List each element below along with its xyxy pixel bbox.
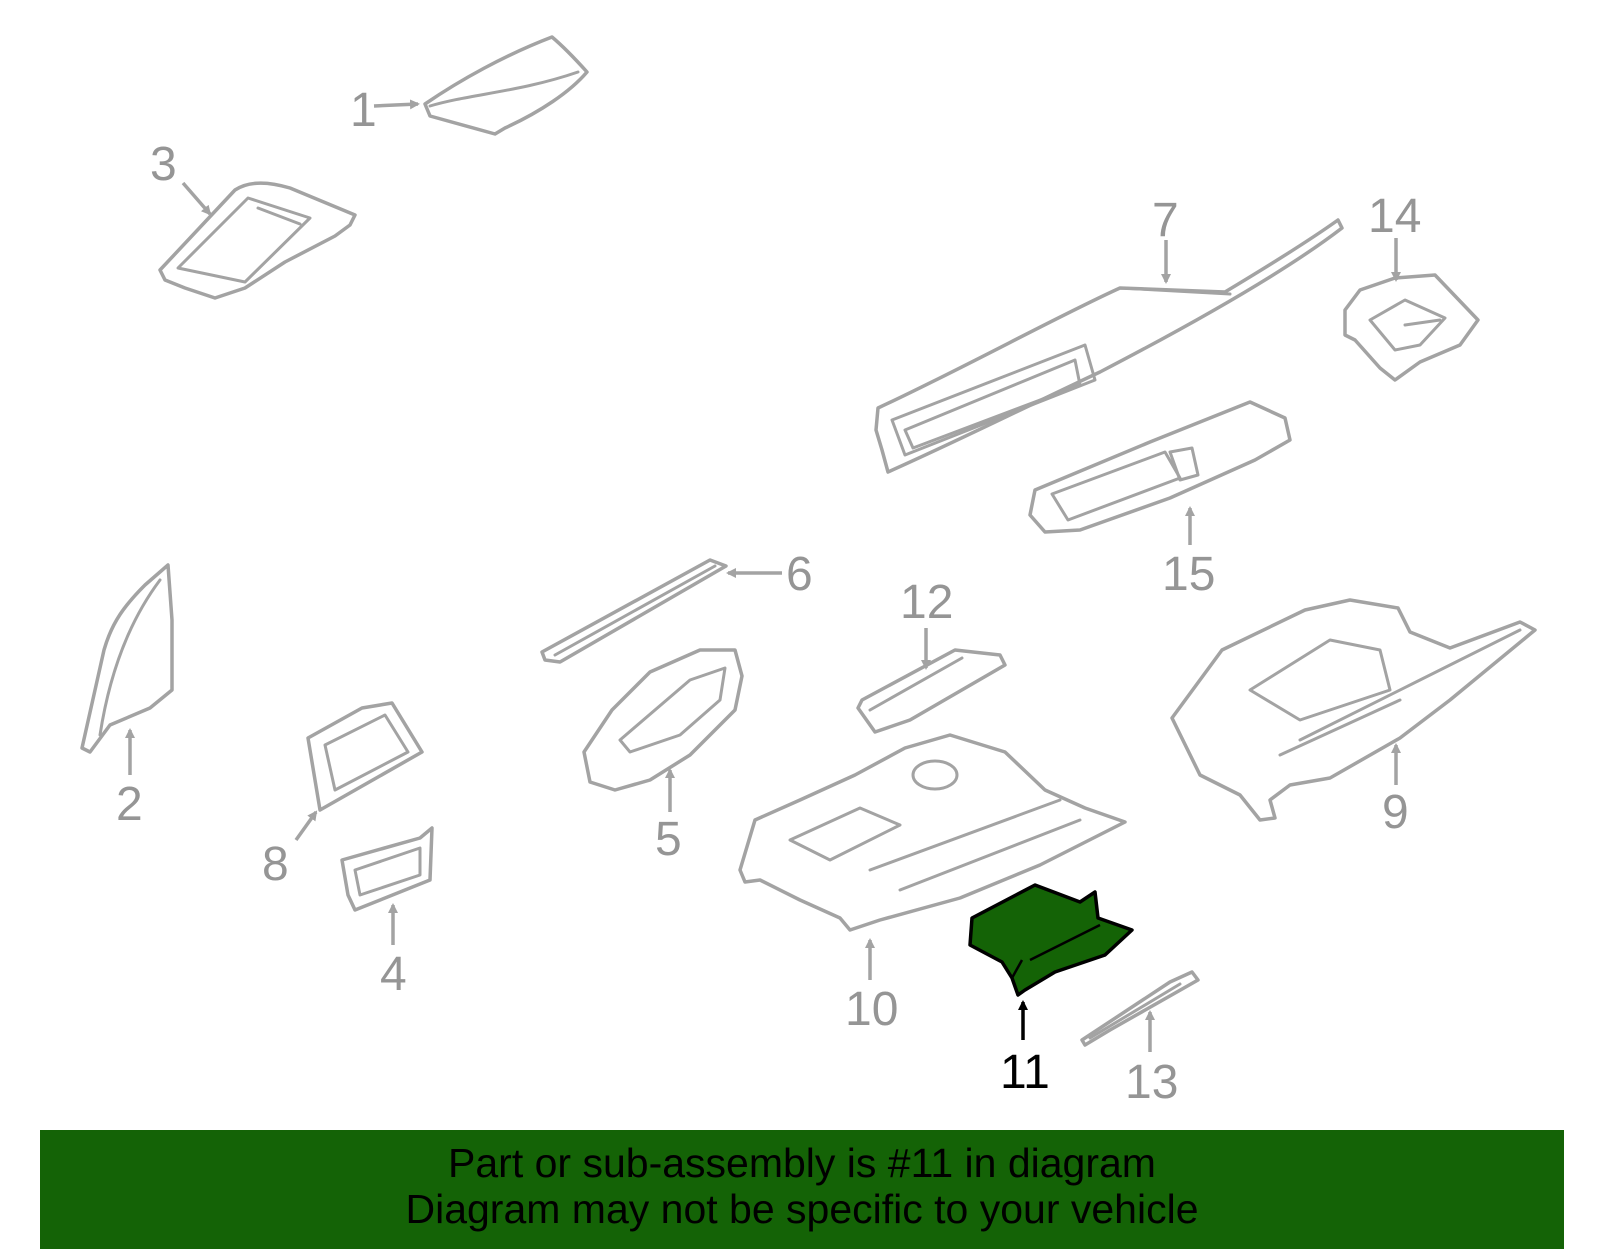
callout-9[interactable]: 9 [1382, 786, 1409, 839]
callout-6[interactable]: 6 [786, 548, 813, 601]
part-11[interactable] [968, 883, 1134, 997]
part-8[interactable] [306, 701, 424, 812]
callout-3[interactable]: 3 [150, 138, 177, 191]
part-1[interactable] [423, 35, 589, 136]
callout-12[interactable]: 12 [900, 576, 953, 629]
part-10[interactable] [738, 733, 1127, 932]
callout-10[interactable]: 10 [845, 983, 898, 1036]
callout-4[interactable]: 4 [380, 948, 407, 1001]
part-13[interactable] [1080, 970, 1200, 1047]
banner-line-2: Diagram may not be specific to your vehi… [405, 1186, 1199, 1232]
part-4[interactable] [340, 826, 434, 912]
part-14[interactable] [1343, 273, 1480, 382]
info-banner: Part or sub-assembly is #11 in diagram D… [40, 1130, 1564, 1249]
callout-13[interactable]: 13 [1125, 1056, 1178, 1109]
callout-1[interactable]: 1 [350, 84, 377, 137]
callout-7[interactable]: 7 [1152, 194, 1179, 247]
part-7[interactable] [874, 218, 1344, 474]
leader-1 [373, 99, 420, 110]
callout-8[interactable]: 8 [262, 838, 289, 891]
callout-5[interactable]: 5 [655, 813, 682, 866]
part-2[interactable] [80, 563, 174, 754]
part-9[interactable] [1170, 598, 1537, 822]
part-5[interactable] [582, 648, 744, 792]
callout-15[interactable]: 15 [1162, 548, 1215, 601]
callout-11[interactable]: 11 [1000, 1046, 1050, 1099]
leader-3 [181, 181, 212, 216]
callout-2[interactable]: 2 [116, 778, 143, 831]
part-12[interactable] [856, 648, 1007, 734]
leader-8 [294, 810, 318, 842]
part-3[interactable] [158, 181, 357, 300]
part-15[interactable] [1028, 400, 1292, 534]
parts-diagram: 1 3 7 14 15 2 6 [80, 35, 1537, 1109]
callout-14[interactable]: 14 [1368, 190, 1421, 243]
banner-line-1: Part or sub-assembly is #11 in diagram [448, 1140, 1156, 1186]
part-6[interactable] [540, 558, 728, 664]
